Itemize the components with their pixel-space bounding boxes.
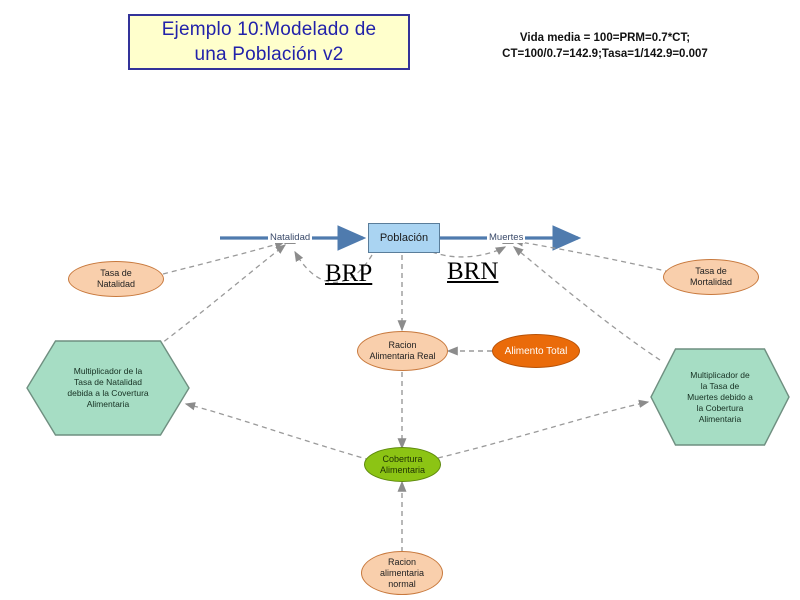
variable-alimento-total[interactable]: Alimento Total — [492, 334, 580, 368]
variable-mult-tasa-muertes[interactable]: Multiplicador de la Tasa de Muertes debi… — [650, 348, 790, 446]
variable-cobertura-alimentaria[interactable]: Cobertura Alimentaria — [364, 447, 441, 482]
loop-label-brp: BRP — [325, 260, 373, 287]
page-title: Ejemplo 10:Modelado de una Población v2 — [161, 19, 377, 65]
variable-tasa-natalidad[interactable]: Tasa de Natalidad — [68, 261, 164, 297]
variable-mult-tasa-muertes-label: Multiplicador de la Tasa de Muertes debi… — [687, 369, 753, 424]
hexagon-shape-icon — [26, 340, 190, 436]
link-cobertura-to-mult-muertes — [437, 399, 650, 459]
title-box: Ejemplo 10:Modelado de una Población v2 — [128, 14, 410, 70]
variable-tasa-natalidad-label: Tasa de Natalidad — [96, 268, 136, 289]
variable-racion-alimentaria-normal-label: Racion alimentaria normal — [379, 556, 425, 589]
variable-mult-tasa-natalidad-label: Multiplicador de la Tasa de Natalidad de… — [67, 366, 149, 409]
variable-tasa-mortalidad-label: Tasa de Mortalidad — [689, 266, 733, 287]
link-tasa-natalidad-to-natalidad — [162, 240, 286, 275]
stock-poblacion[interactable]: Población — [368, 223, 440, 253]
hexagon-shape-icon — [650, 348, 790, 446]
link-tasa-mortalidad-to-muertes — [512, 238, 671, 273]
stock-poblacion-label: Población — [379, 231, 429, 244]
variable-racion-alimentaria-real[interactable]: Racion Alimentaria Real — [357, 331, 448, 371]
formula-annotation: Vida media = 100=PRM=0.7*CT; CT=100/0.7=… — [502, 32, 708, 60]
variable-tasa-mortalidad[interactable]: Tasa de Mortalidad — [663, 259, 759, 295]
link-poblacion-to-natalidad-brp — [294, 250, 373, 284]
variable-racion-alimentaria-real-label: Racion Alimentaria Real — [369, 340, 436, 361]
variable-alimento-total-label: Alimento Total — [504, 345, 568, 357]
link-cobertura-to-mult-natalidad — [184, 402, 371, 461]
loop-label-brn: BRN — [447, 258, 499, 285]
link-poblacion-to-muertes-brn — [431, 246, 507, 258]
variable-cobertura-alimentaria-label: Cobertura Alimentaria — [379, 453, 426, 475]
flow-muertes-label[interactable]: Muertes — [487, 232, 526, 243]
link-mult-natalidad-to-natalidad — [149, 244, 287, 353]
variable-mult-tasa-natalidad[interactable]: Multiplicador de la Tasa de Natalidad de… — [26, 340, 190, 436]
flow-natalidad-label[interactable]: Natalidad — [268, 232, 313, 243]
variable-racion-alimentaria-normal[interactable]: Racion alimentaria normal — [361, 551, 443, 595]
